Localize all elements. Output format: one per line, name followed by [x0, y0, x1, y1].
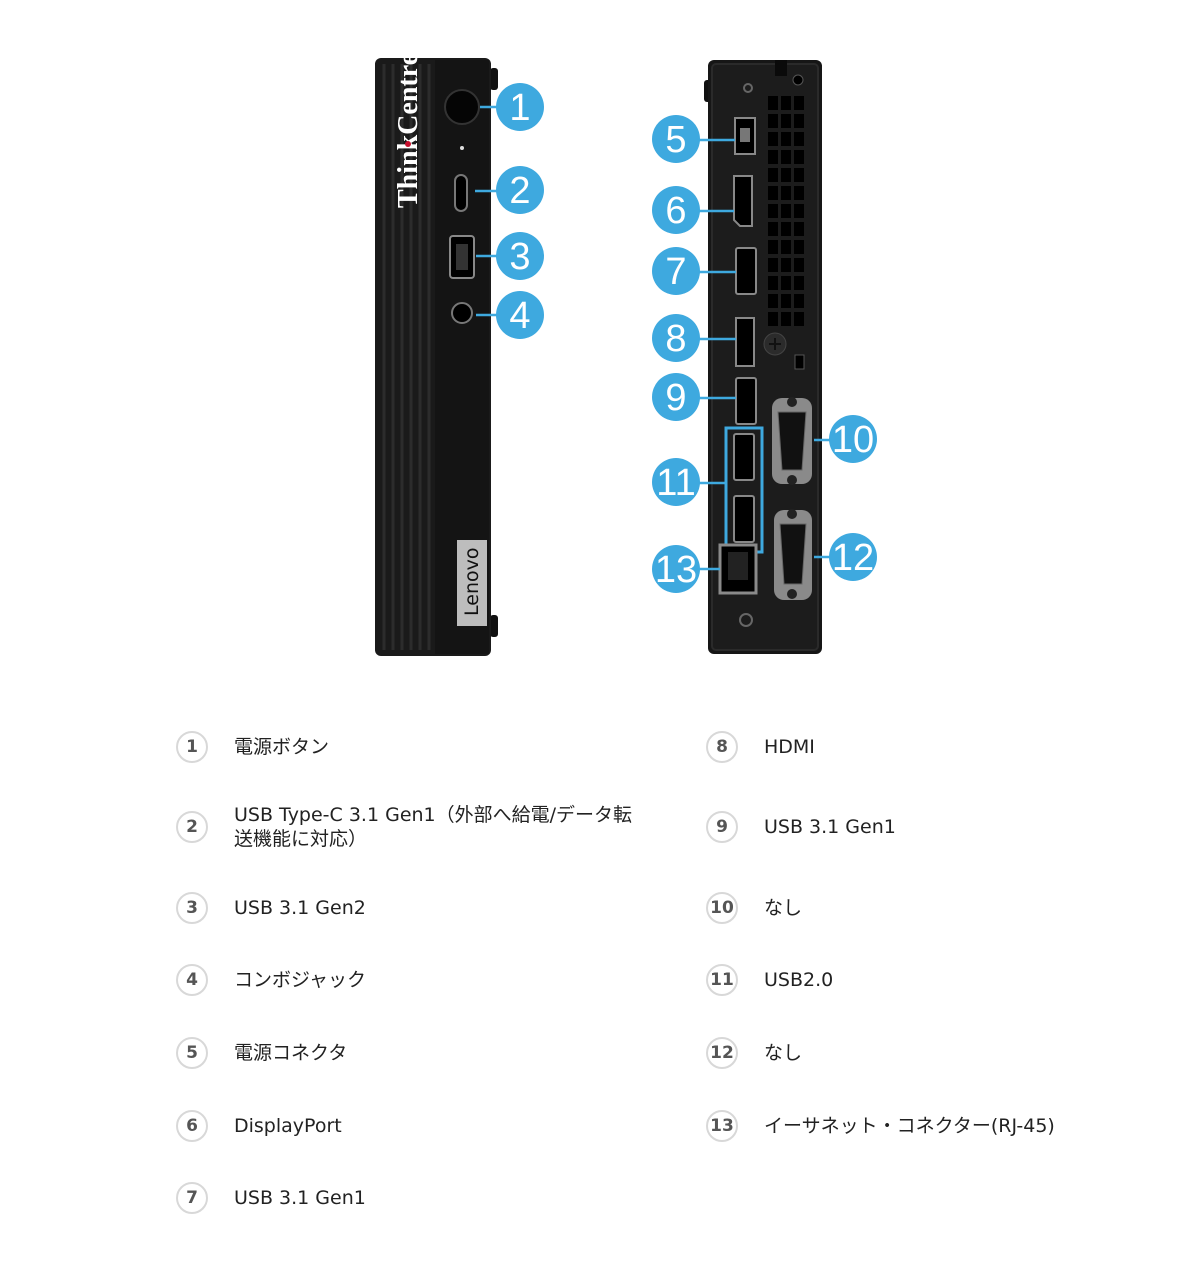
combo-jack	[451, 302, 473, 324]
callout-10: 10	[829, 415, 877, 463]
callout-label-11: 11	[656, 462, 695, 504]
callout-8: 8	[652, 314, 700, 362]
callout-lines	[475, 105, 832, 571]
callout-badges: 1 2 3 4 5 6 7 8 9 10 11 12 13	[496, 83, 877, 593]
callout-3: 3	[496, 232, 544, 280]
legend-item-5: 5 電源コネクタ	[176, 1037, 674, 1069]
legend-item-4: 4 コンボジャック	[176, 964, 674, 996]
callout-label-8: 8	[665, 318, 686, 360]
legend-item-7: 7 USB 3.1 Gen1	[176, 1182, 674, 1214]
lenovo-badge	[457, 540, 487, 626]
callout-13: 13	[652, 545, 700, 593]
legend-label: USB 3.1 Gen2	[234, 897, 366, 919]
usb-c-port	[454, 174, 468, 212]
callout-4: 4	[496, 291, 544, 339]
legend-number: 7	[176, 1182, 208, 1214]
back-vent	[768, 96, 804, 326]
callout-label-7: 7	[665, 251, 686, 293]
callout-5: 5	[652, 115, 700, 163]
callout-label-5: 5	[665, 119, 686, 161]
callout-1: 1	[496, 83, 544, 131]
callout-11: 11	[652, 458, 700, 506]
legend-item-2: 2 USB Type-C 3.1 Gen1（外部へ給電/データ転 送機能に対応）	[176, 803, 674, 851]
callout-label-1: 1	[509, 87, 530, 129]
callout-12: 12	[829, 533, 877, 581]
legend-number: 8	[706, 731, 738, 763]
legend-label: 電源コネクタ	[234, 1042, 348, 1064]
legend-number: 4	[176, 964, 208, 996]
legend-number: 9	[706, 811, 738, 843]
legend-label: なし	[764, 897, 803, 919]
legend-label: イーサネット・コネクター(RJ-45)	[764, 1115, 1055, 1137]
legend-label: USB 3.1 Gen1	[764, 816, 896, 838]
callout-9: 9	[652, 373, 700, 421]
legend-item-6: 6 DisplayPort	[176, 1110, 674, 1142]
legend-number: 13	[706, 1110, 738, 1142]
legend-number: 11	[706, 964, 738, 996]
lenovo-logo: Lenovo	[461, 548, 483, 616]
front-grille	[382, 64, 431, 650]
legend-number: 10	[706, 892, 738, 924]
callout-label-2: 2	[509, 170, 530, 212]
hdmi-port	[735, 317, 755, 367]
legend-number: 12	[706, 1037, 738, 1069]
usb-a-port-11a	[733, 433, 755, 481]
usb-a-port-7	[735, 247, 757, 295]
legend-label: コンボジャック	[234, 969, 367, 991]
vga-port	[777, 411, 807, 471]
callout-label-10: 10	[832, 419, 874, 461]
legend-number: 5	[176, 1037, 208, 1069]
callout-label-9: 9	[665, 377, 686, 419]
power-button[interactable]	[444, 89, 480, 125]
callout-label-6: 6	[665, 190, 686, 232]
front-brand-text: ThinkCentre	[393, 53, 424, 208]
usb-a-port-11b	[733, 495, 755, 543]
callout-label-13: 13	[655, 549, 697, 591]
legend-item-8: 8 HDMI	[706, 731, 1200, 763]
serial-port	[779, 523, 807, 585]
callout-2: 2	[496, 166, 544, 214]
legend-label: なし	[764, 1042, 803, 1064]
legend-number: 2	[176, 811, 208, 843]
legend-item-13: 13 イーサネット・コネクター(RJ-45)	[706, 1110, 1200, 1142]
front-view: ThinkCentre Lenovo	[375, 53, 498, 656]
usb-a-port-9	[735, 377, 757, 425]
callout-label-12: 12	[832, 537, 874, 579]
legend-number: 3	[176, 892, 208, 924]
legend-number: 6	[176, 1110, 208, 1142]
callout-label-4: 4	[509, 295, 530, 337]
legend-label: USB Type-C 3.1 Gen1（外部へ給電/データ転 送機能に対応）	[234, 804, 633, 850]
legend-number: 1	[176, 731, 208, 763]
displayport-port	[733, 175, 753, 227]
back-view	[704, 60, 822, 654]
legend-label: USB2.0	[764, 969, 834, 991]
legend-item-3: 3 USB 3.1 Gen2	[176, 892, 674, 924]
callout-6: 6	[652, 186, 700, 234]
legend-item-11: 11 USB2.0	[706, 964, 1200, 996]
legend-label: HDMI	[764, 736, 815, 758]
legend-item-9: 9 USB 3.1 Gen1	[706, 811, 1200, 843]
legend-item-12: 12 なし	[706, 1037, 1200, 1069]
legend-item-10: 10 なし	[706, 892, 1200, 924]
device-figure: ThinkCentre Lenovo	[375, 53, 877, 656]
callout-7: 7	[652, 247, 700, 295]
callout-label-3: 3	[509, 236, 530, 278]
legend-item-1: 1 電源ボタン	[176, 731, 674, 763]
legend-label: 電源ボタン	[234, 736, 330, 758]
legend-label: DisplayPort	[234, 1115, 342, 1137]
legend-label: USB 3.1 Gen1	[234, 1187, 366, 1209]
